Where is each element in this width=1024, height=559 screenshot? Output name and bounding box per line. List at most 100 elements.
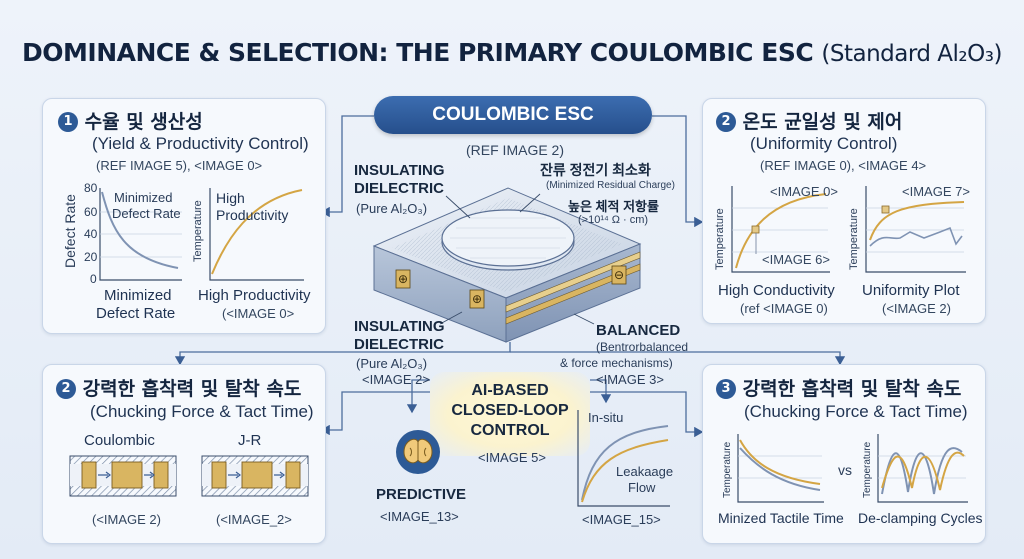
page-title: DOMINANCE & SELECTION: THE PRIMARY COULO… — [0, 38, 1024, 67]
electrode-plus-center — [469, 289, 485, 309]
productivity-curve — [211, 189, 303, 275]
panel1-chart-b-ref: (<IMAGE 0> — [222, 306, 295, 321]
ai-control-label: AI-BASED CLOSED-LOOP CONTROL — [430, 381, 590, 441]
ai-control-glow — [430, 372, 590, 456]
panel2r-chart-a-ref: (ref <IMAGE 0) — [740, 301, 828, 316]
panel3-number: 3 — [716, 379, 736, 399]
panel2r-title: 2 온도 균일성 및 제어 — [716, 107, 902, 134]
caption-high-conductivity: High Conductivity — [718, 282, 835, 299]
insitu-ref: <IMAGE_15> — [582, 512, 661, 527]
flow-label: Flow — [628, 480, 656, 495]
panel-yield-productivity — [42, 98, 326, 334]
panel1-chart-b-axes — [209, 188, 304, 281]
annotation-productivity: Productivity — [216, 207, 289, 223]
jr-ref: (<IMAGE_2> — [216, 512, 292, 527]
panel2l-title-en: (Chucking Force & Tact Time) — [90, 402, 314, 421]
leakage-label: Leakaage — [616, 464, 674, 479]
panel-chucking-force-left — [42, 364, 326, 544]
svg-text:⊕: ⊕ — [472, 292, 482, 306]
panel3-title-ko: 강력한 흡착력 및 탈착 속도 — [742, 378, 962, 400]
esc-ref: (REF IMAGE 2) — [466, 142, 565, 158]
insitu-curve-blue — [581, 425, 669, 501]
residual-ko: 잔류 정전기 최소화 — [540, 162, 651, 178]
panel1-chart-a-axes — [99, 188, 182, 281]
insitu-curve-gold — [581, 439, 669, 503]
caption-high-productivity: High Productivity — [198, 287, 311, 304]
vs-label: vs — [838, 462, 852, 478]
residual-en: (Minimized Residual Charge) — [546, 180, 675, 191]
title-sub: (Standard Al₂O₃) — [821, 41, 1002, 67]
balanced-line2: & force mechanisms) — [560, 356, 673, 370]
insulating-bottom-line1: INSULATING — [354, 318, 445, 335]
resistivity-ko: 높은 체적 저항률 — [568, 199, 659, 214]
jr-diagram — [201, 455, 309, 497]
coulombic-ref: (<IMAGE 2) — [92, 512, 161, 527]
panel1-number: 1 — [58, 112, 78, 132]
uniformity-curve-blue — [869, 226, 963, 247]
panel1-title: 1 수율 및 생산성 — [58, 107, 203, 134]
jr-label: J-R — [238, 432, 262, 449]
conductivity-curve — [735, 193, 827, 269]
ai-line2: CLOSED-LOOP — [451, 402, 569, 419]
ytick-0: 0 — [90, 272, 97, 286]
panel2r-refs: (REF IMAGE 0), <IMAGE 4> — [760, 158, 927, 173]
panel2l-number: 2 — [56, 379, 76, 399]
svg-text:⊕: ⊕ — [398, 272, 408, 286]
caption-uniformity-plot: Uniformity Plot — [862, 282, 960, 299]
insulating-bottom-line2: DIELECTRIC — [354, 336, 444, 353]
caption-declamping-cycles: De-clamping Cycles — [858, 510, 983, 526]
ytick-20: 20 — [84, 250, 98, 264]
panel1-refs: (REF IMAGE 5), <IMAGE 0> — [96, 158, 263, 173]
panel3-title-en: (Chucking Force & Tact Time) — [744, 402, 968, 421]
insitu-label: In-situ — [588, 410, 624, 425]
balanced-line1: (Bentrorbalanced — [596, 340, 689, 354]
marker-image7 — [881, 205, 890, 214]
esc-header: COULOMBIC ESC — [374, 96, 652, 134]
panel1-title-ko: 수율 및 생산성 — [84, 111, 203, 133]
svg-text:⊖: ⊖ — [614, 268, 624, 282]
electrode-minus-right — [611, 265, 627, 285]
annotation-minimized: Minimized — [114, 190, 173, 205]
balanced-title: BALANCED — [596, 322, 681, 339]
insulating-top-sub: (Pure Al₂O₃) — [356, 201, 428, 216]
title-main: DOMINANCE & SELECTION: THE PRIMARY COULO… — [22, 38, 814, 67]
balanced-ref: <IMAGE 3> — [596, 372, 664, 387]
annotation-defect-rate: Defect Rate — [112, 206, 181, 221]
panel2l-title: 2 강력한 흡착력 및 탈착 속도 — [56, 374, 301, 401]
panel2r-chart-b-ref: (<IMAGE 2) — [882, 301, 951, 316]
annotation-image6: <IMAGE 6> — [762, 252, 830, 267]
annotation-high: High — [216, 190, 245, 206]
ytick-80: 80 — [84, 181, 98, 195]
predictive-label: PREDICTIVE — [376, 486, 467, 503]
caption-tactile-time: Minized Tactile Time — [718, 510, 844, 526]
annotation-image7: <IMAGE 7> — [902, 184, 970, 199]
uniformity-curve-gold — [869, 201, 965, 241]
panel3-title: 3 강력한 흡착력 및 탈착 속도 — [716, 374, 961, 401]
panel2r-title-en: (Uniformity Control) — [750, 134, 898, 153]
ai-ref: <IMAGE 5> — [478, 450, 546, 465]
resistivity-value: (>10¹⁴ Ω · cm) — [578, 214, 649, 226]
ytick-60: 60 — [84, 205, 98, 219]
coulombic-diagram — [69, 455, 177, 497]
tact-curve-gold — [739, 439, 821, 485]
cycle-curve-blue — [881, 447, 963, 495]
defect-rate-curve — [101, 191, 179, 269]
cycle-curve-gold — [881, 451, 965, 491]
tact-curve-blue — [739, 447, 821, 491]
electrode-plus-left — [395, 269, 411, 289]
annotation-image0: <IMAGE 0> — [770, 184, 838, 199]
panel2l-title-ko: 강력한 흡착력 및 탈착 속도 — [82, 378, 302, 400]
marker-image6 — [751, 225, 760, 234]
panel2r-number: 2 — [716, 112, 736, 132]
panel-uniformity-control — [702, 98, 986, 324]
caption-minimized: Minimized — [104, 287, 172, 304]
predictive-ref: <IMAGE_13> — [380, 509, 459, 524]
